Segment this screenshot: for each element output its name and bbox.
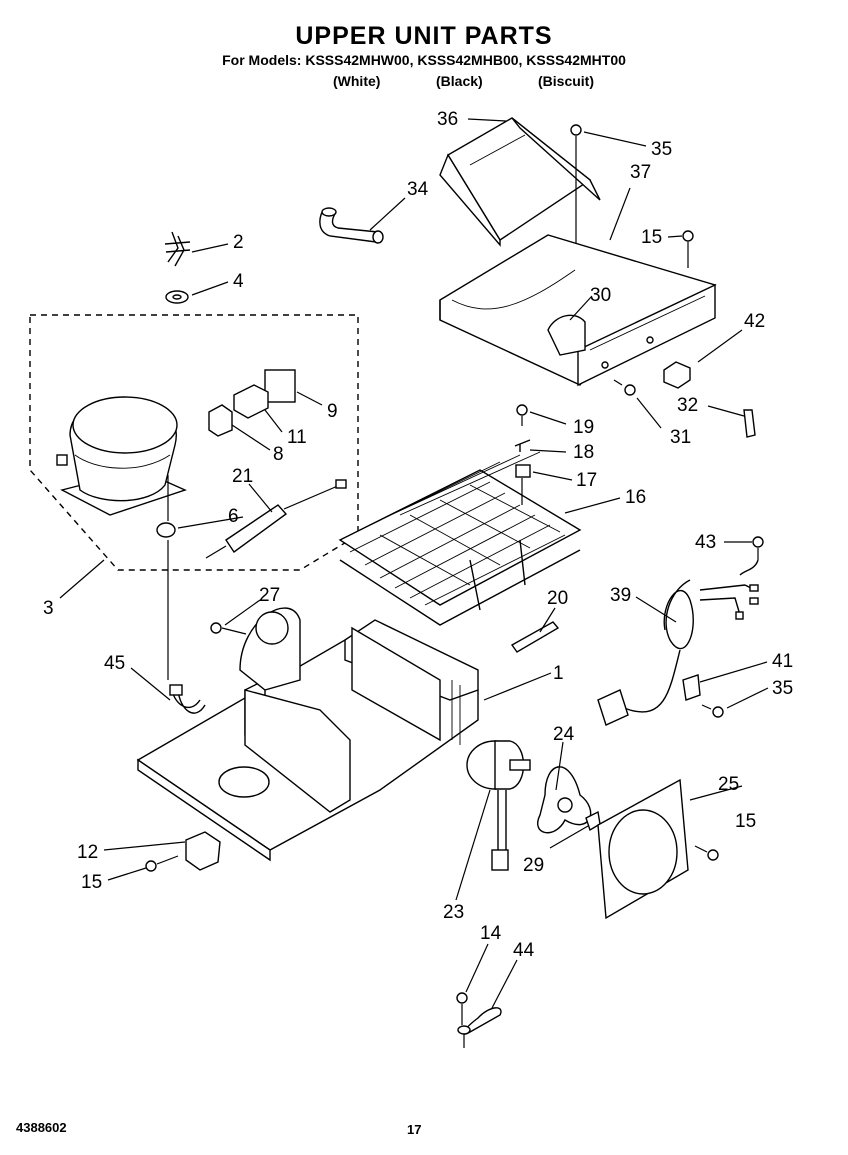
diagram-title: UPPER UNIT PARTS <box>295 22 553 50</box>
callout-41: 41 <box>772 651 794 672</box>
callout-44: 44 <box>513 940 535 961</box>
callout-29: 29 <box>523 855 545 876</box>
capacitor-part-12 <box>185 831 221 871</box>
screw-part-43 <box>752 536 764 560</box>
callout-32: 32 <box>677 395 699 416</box>
power-cord-part <box>597 579 759 726</box>
callout-31: 31 <box>670 427 692 448</box>
page-number: 17 <box>407 1122 422 1137</box>
callout-20: 20 <box>547 588 569 609</box>
callout-15-mid: 15 <box>735 811 757 832</box>
compressor-part <box>56 396 187 516</box>
callout-30: 30 <box>590 285 612 306</box>
callout-15-left: 15 <box>81 872 103 893</box>
callout-25: 25 <box>718 774 740 795</box>
callout-6: 6 <box>228 506 239 527</box>
drain-hose-end <box>372 230 384 244</box>
screw-part-27 <box>210 622 247 635</box>
callout-35-top: 35 <box>651 139 673 160</box>
callout-15-top: 15 <box>641 227 663 248</box>
tube-part-21 <box>205 479 347 559</box>
variant-black: (Black) <box>436 73 483 89</box>
callout-9: 9 <box>327 401 338 422</box>
screw-part-14 <box>456 992 468 1025</box>
clip-part-18 <box>514 439 531 452</box>
grommet-part-4 <box>165 290 189 304</box>
callout-16: 16 <box>625 487 647 508</box>
callout-17: 17 <box>576 470 598 491</box>
fan-blade-part <box>537 766 592 834</box>
callout-14: 14 <box>480 923 502 944</box>
clip-part-2 <box>164 231 191 267</box>
callout-39: 39 <box>610 585 632 606</box>
base-pan-part <box>136 607 479 862</box>
callout-3: 3 <box>43 598 54 619</box>
callout-45: 45 <box>104 653 126 674</box>
relay-part-9 <box>264 369 296 403</box>
document-number: 4388602 <box>16 1120 67 1135</box>
callout-12: 12 <box>77 842 99 863</box>
screw-part-35-right <box>701 704 724 718</box>
grommet-part-6 <box>156 475 176 680</box>
callout-19: 19 <box>573 417 595 438</box>
terminal-cover-part-8 <box>208 404 233 437</box>
variant-white: (White) <box>333 73 381 89</box>
fan-motor-part <box>466 740 531 871</box>
callout-24: 24 <box>553 724 575 745</box>
callout-23: 23 <box>443 902 465 923</box>
callout-36: 36 <box>437 109 459 130</box>
callout-34: 34 <box>407 179 429 200</box>
fan-shroud-part <box>597 778 689 920</box>
callout-1: 1 <box>553 663 564 684</box>
callout-37: 37 <box>630 162 652 183</box>
top-cover-part <box>439 117 601 247</box>
callout-43: 43 <box>695 532 717 553</box>
callout-11: 11 <box>287 427 307 448</box>
callout-18: 18 <box>573 442 595 463</box>
base-tray-part <box>439 234 717 387</box>
callout-21: 21 <box>232 466 254 487</box>
clip-part-17 <box>515 464 531 478</box>
callout-4: 4 <box>233 271 244 292</box>
overload-part-11 <box>233 384 269 419</box>
callout-27: 27 <box>259 585 281 606</box>
callout-35-right: 35 <box>772 678 794 699</box>
variant-biscuit: (Biscuit) <box>538 73 594 89</box>
pin-part-32 <box>743 409 756 438</box>
screw-part-15-top <box>682 230 694 268</box>
connector-part-42 <box>663 361 691 389</box>
clamp-part-41 <box>682 674 701 701</box>
screw-part-15-bottom <box>694 845 719 861</box>
callout-leaders <box>59 118 769 1009</box>
condenser-coil-part <box>338 451 582 626</box>
callout-42: 42 <box>744 311 766 332</box>
heater-part-20 <box>510 621 560 653</box>
callout-2: 2 <box>233 232 244 253</box>
models-line: For Models: KSSS42MHW00, KSSS42MHB00, KS… <box>222 52 626 68</box>
callout-8: 8 <box>273 444 284 465</box>
screw-part-15-left <box>145 855 179 872</box>
screw-part-31 <box>613 379 636 396</box>
screw-part-19 <box>516 404 528 426</box>
